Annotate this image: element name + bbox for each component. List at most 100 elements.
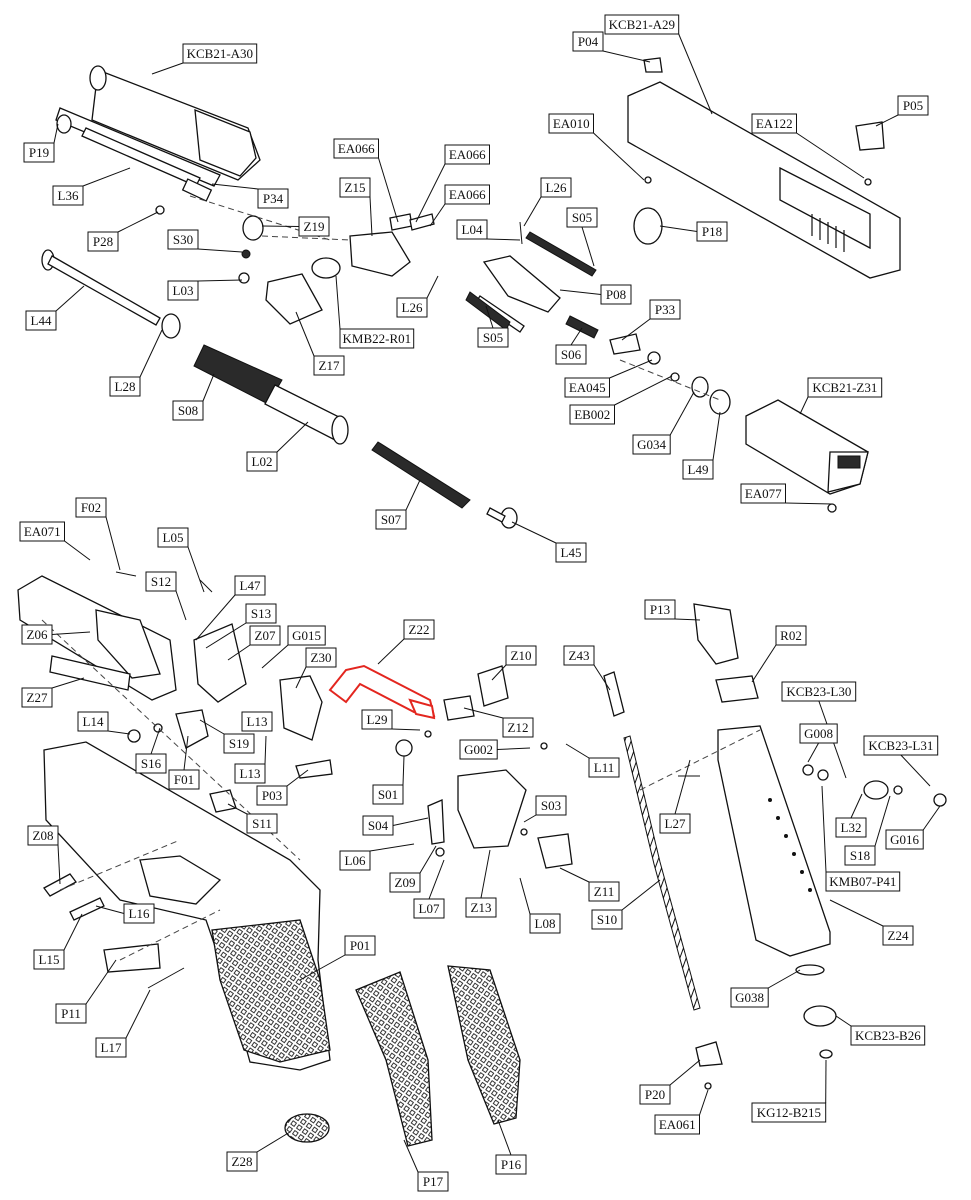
label-text: S04: [368, 818, 389, 833]
label-box: [459, 739, 498, 760]
label-box: [223, 733, 255, 754]
label-text: Z15: [345, 180, 366, 195]
label-text: KCB23-B26: [855, 1028, 921, 1043]
part-label-l08: L08: [519, 877, 561, 934]
label-text: EA010: [553, 116, 590, 131]
label-text: P28: [93, 234, 113, 249]
leader-line: [674, 759, 691, 815]
label-box: [696, 221, 728, 242]
part-label-g015: G015: [261, 625, 326, 669]
leader-line: [369, 196, 373, 237]
label-box: [234, 763, 266, 784]
label-box: [563, 645, 595, 666]
leader-line: [796, 132, 865, 179]
label-box: [555, 344, 587, 365]
label-text: Z12: [508, 720, 529, 735]
part-label-z27: Z27: [21, 677, 85, 708]
part-label-s04: S04: [362, 815, 429, 836]
leader-line: [581, 226, 595, 267]
label-text: Z06: [27, 627, 48, 642]
part-label-l11: L11: [565, 743, 620, 778]
label-text: S03: [541, 798, 561, 813]
part-label-p18: P18: [659, 221, 728, 242]
label-text: EA071: [24, 524, 61, 539]
label-text: G016: [890, 832, 919, 847]
leader-line: [51, 631, 91, 635]
label-box: [850, 1025, 926, 1046]
part-label-l26a: L26: [523, 177, 572, 227]
grip-ring-z28: [284, 1113, 330, 1143]
part-label-g002: G002: [459, 739, 531, 760]
label-text: S06: [561, 347, 582, 362]
leader-line: [497, 747, 531, 750]
label-text: Z24: [888, 928, 909, 943]
label-text: Z28: [232, 1154, 253, 1169]
label-box: [27, 825, 59, 846]
part-label-kcb23-b26: KCB23-B26: [835, 1015, 926, 1046]
leader-line: [261, 225, 300, 227]
part-label-p08: P08: [559, 284, 632, 305]
label-box: [644, 599, 676, 620]
label-box: [649, 299, 681, 320]
leader-line: [295, 666, 307, 689]
leader-line: [463, 707, 504, 719]
part-label-l13a: L13: [241, 711, 273, 732]
leader-line: [678, 33, 713, 115]
label-text: P16: [501, 1157, 522, 1172]
part-label-kcb21-a30: KCB21-A30: [151, 43, 258, 75]
leader-line: [523, 196, 542, 227]
grip-panel-p16: [447, 965, 521, 1125]
label-box: [505, 645, 537, 666]
leader-line: [183, 735, 189, 771]
leader-line: [609, 359, 653, 379]
label-text: P01: [350, 938, 370, 953]
part-label-kcb21-z31: KCB21-Z31: [799, 377, 883, 415]
label-text: S07: [381, 512, 402, 527]
label-text: P03: [262, 788, 282, 803]
magazine-spring-part: [603, 671, 701, 1011]
part-label-eb002: EB002: [569, 375, 673, 425]
leader-line: [821, 785, 827, 873]
leader-line: [139, 329, 163, 378]
part-label-p34: P34: [211, 183, 289, 209]
leader-line: [227, 803, 248, 815]
label-text: F02: [81, 500, 101, 515]
label-box: [182, 43, 258, 64]
part-label-l02: L02: [246, 421, 309, 472]
label-box: [564, 377, 610, 398]
leader-line: [256, 1131, 291, 1153]
leader-line: [117, 211, 159, 233]
trigger-bar-highlighted: [328, 664, 436, 720]
label-box: [95, 1037, 127, 1058]
label-text: EA066: [449, 147, 486, 162]
leader-line: [614, 375, 673, 406]
part-label-ea045: EA045: [564, 359, 653, 398]
label-text: EA077: [745, 486, 782, 501]
label-box: [372, 784, 404, 805]
label-box: [413, 898, 445, 919]
label-text: KCB23-L30: [786, 684, 851, 699]
label-text: L04: [462, 222, 483, 237]
label-box: [403, 619, 435, 640]
label-box: [444, 144, 490, 165]
guide-rod-part: [41, 249, 181, 339]
label-text: Z43: [569, 648, 590, 663]
label-box: [600, 284, 632, 305]
leader-line: [378, 157, 399, 223]
label-text: L13: [247, 714, 268, 729]
part-label-z08: Z08: [27, 825, 61, 885]
label-text: KMB07-P41: [829, 874, 896, 889]
label-box: [249, 625, 281, 646]
leader-line: [480, 849, 491, 899]
leader-line: [377, 638, 405, 665]
leader-line: [491, 664, 507, 681]
leader-line: [900, 754, 931, 787]
part-label-z12: Z12: [463, 707, 534, 738]
leader-line: [699, 1089, 709, 1116]
label-text: G015: [292, 628, 321, 643]
label-box: [465, 897, 497, 918]
label-box: [52, 185, 84, 206]
label-text: L26: [546, 180, 567, 195]
leader-line: [419, 845, 437, 874]
part-label-l15: L15: [33, 913, 83, 970]
